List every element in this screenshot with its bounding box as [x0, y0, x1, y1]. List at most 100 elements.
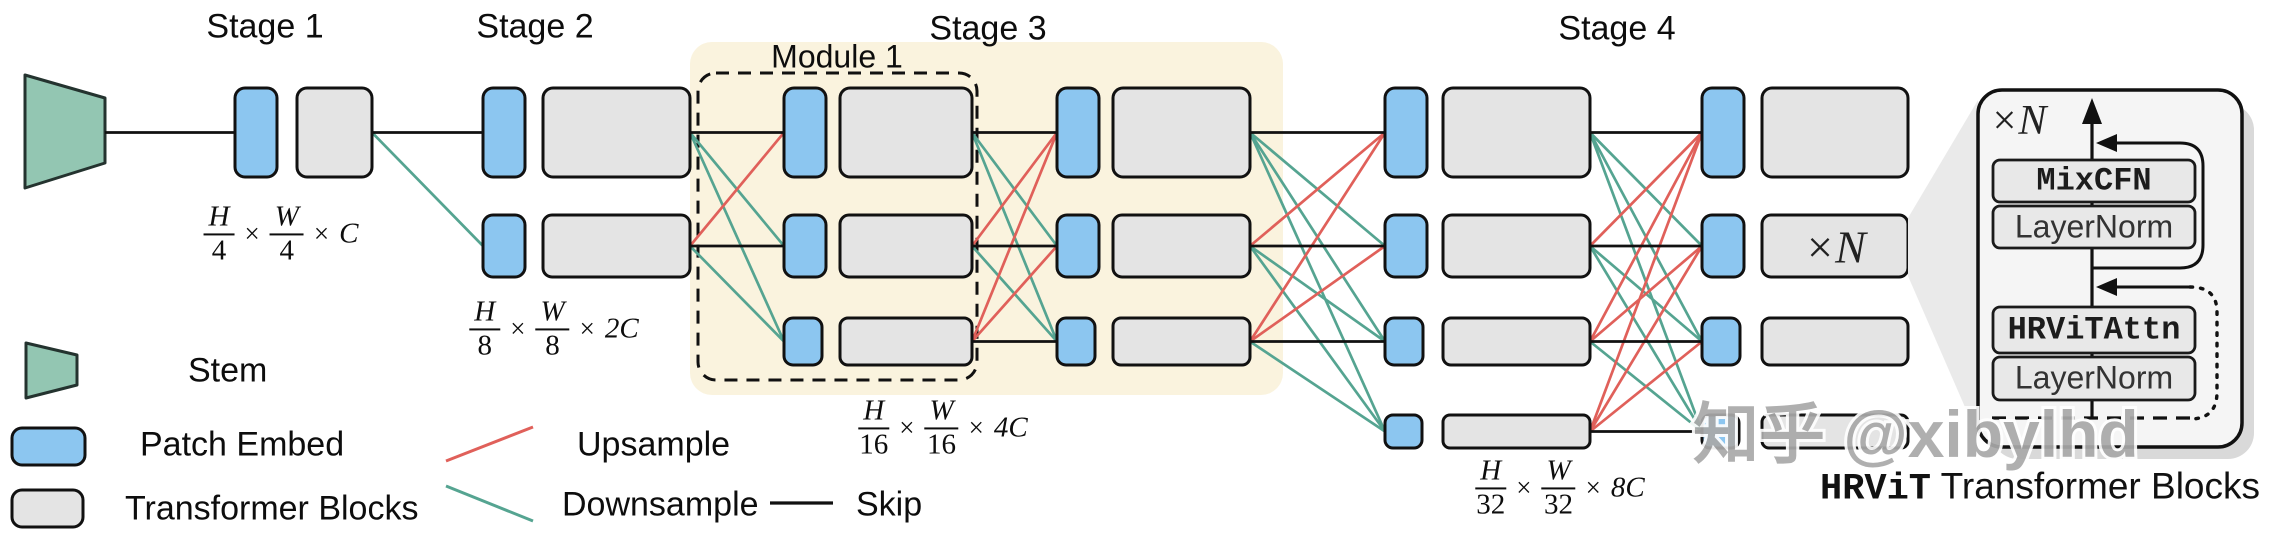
legend-skip-label: Skip	[856, 485, 923, 524]
upsample-line	[970, 131, 1059, 247]
patch-embed-block	[481, 213, 527, 279]
upsample-line	[1248, 131, 1387, 343]
layernorm-upper-box	[1991, 204, 2197, 250]
watermark: 知乎 @xibylhd	[1693, 397, 2139, 471]
stage1-title: Stage 1	[206, 7, 324, 46]
caption-model-name: HRViT	[1819, 468, 1932, 511]
upsample-line	[970, 131, 1059, 343]
transformer-blocks-block	[1441, 86, 1592, 179]
mixcfn-box	[1991, 158, 2197, 204]
patch-embed-block	[233, 86, 279, 179]
patch-embed-block	[782, 86, 828, 179]
ffn-merge-arrow-icon	[2096, 134, 2117, 152]
detail-zoom-wedge	[1908, 100, 1978, 437]
layernorm-lower-box	[1991, 355, 2197, 402]
transformer-blocks-block	[1111, 86, 1252, 179]
transformer-blocks-block	[1441, 213, 1592, 279]
legend-stem-label: Stem	[188, 351, 268, 390]
mixcfn-label: MixCFN	[2036, 162, 2152, 200]
transformer-blocks-block	[1111, 316, 1252, 367]
hrvitattn-box	[1991, 305, 2197, 355]
patch-embed-block	[1700, 86, 1746, 179]
patch-embed-block	[1383, 316, 1425, 367]
detail-caption: HRViT Transformer Blocks	[1820, 466, 2260, 511]
patch-embed-block	[1055, 316, 1097, 367]
stage2-title: Stage 2	[476, 7, 594, 46]
stem-icon	[23, 73, 107, 190]
downsample-line	[689, 245, 785, 343]
transformer-blocks-block	[541, 213, 692, 279]
attn-merge-arrow-icon	[2096, 278, 2117, 296]
legend-upsample-label: Upsample	[577, 425, 731, 464]
patch-embed-block	[1700, 316, 1742, 367]
patch-embed-block	[1383, 413, 1424, 450]
caption-text: Transformer Blocks	[1940, 465, 2261, 507]
transformer-blocks-block	[1441, 413, 1592, 450]
transformer-blocks-block	[1760, 86, 1910, 179]
upsample-line	[1588, 132, 1704, 432]
patch-embed-block	[1055, 213, 1101, 279]
hrvitattn-label: HRViTAttn	[2007, 311, 2181, 349]
downsample-line	[371, 131, 484, 247]
legend-transformer-blocks-label: Transformer Blocks	[125, 489, 419, 528]
output-arrow-icon	[2082, 98, 2102, 124]
transformer-blocks-block	[541, 86, 692, 179]
upsample-line	[1589, 244, 1703, 343]
upsample-line	[1249, 131, 1386, 248]
transformer-blocks-block	[838, 213, 974, 279]
legend-downsample-line	[445, 484, 534, 523]
downsample-line	[1249, 340, 1386, 433]
upsample-line	[1588, 131, 1704, 343]
legend-stem-icon	[24, 341, 79, 400]
patch-embed-block	[481, 86, 527, 179]
patch-embed-block	[1700, 213, 1746, 279]
transformer-blocks-block	[1441, 316, 1592, 367]
transformer-blocks-block	[1760, 316, 1910, 367]
patch-embed-block	[782, 213, 828, 279]
stage4-title: Stage 4	[1558, 9, 1676, 48]
attn-residual-dotted-path	[2188, 285, 2219, 421]
legend-upsample-line	[445, 425, 534, 463]
downsample-line	[1248, 245, 1387, 433]
patch-embed-block	[1383, 86, 1429, 179]
transformer-blocks-block	[838, 316, 974, 367]
detail-repeat-n-label: ×N	[1990, 98, 2047, 144]
transformer-blocks-block	[1760, 413, 1910, 450]
patch-embed-block	[1055, 86, 1101, 179]
ffn-residual-path	[2092, 141, 2205, 270]
legend-patch-embed-label: Patch Embed	[140, 425, 345, 464]
patch-embed-block	[1383, 213, 1429, 279]
repeat-n-label: ×N	[1804, 221, 1866, 273]
upsample-line	[1249, 244, 1386, 343]
upsample-line	[1589, 340, 1703, 433]
legend-downsample-label: Downsample	[562, 485, 759, 524]
patch-embed-block	[1700, 413, 1741, 450]
layernorm-lower-label: LayerNorm	[2014, 359, 2174, 396]
downsample-line	[688, 131, 786, 343]
transformer-blocks-block	[838, 86, 974, 179]
upsample-line	[1588, 245, 1704, 433]
module1-box	[696, 71, 979, 382]
stage3-title: Stage 3	[929, 9, 1047, 48]
transformer-blocks-block	[1111, 213, 1252, 279]
upsample-line	[970, 245, 1059, 343]
downsample-line	[1248, 131, 1387, 433]
legend-transformer-blocks-swatch	[10, 488, 85, 529]
legend-patch-embed-swatch	[10, 426, 87, 467]
layernorm-upper-label: LayerNorm	[2014, 208, 2174, 245]
patch-embed-block	[782, 316, 824, 367]
